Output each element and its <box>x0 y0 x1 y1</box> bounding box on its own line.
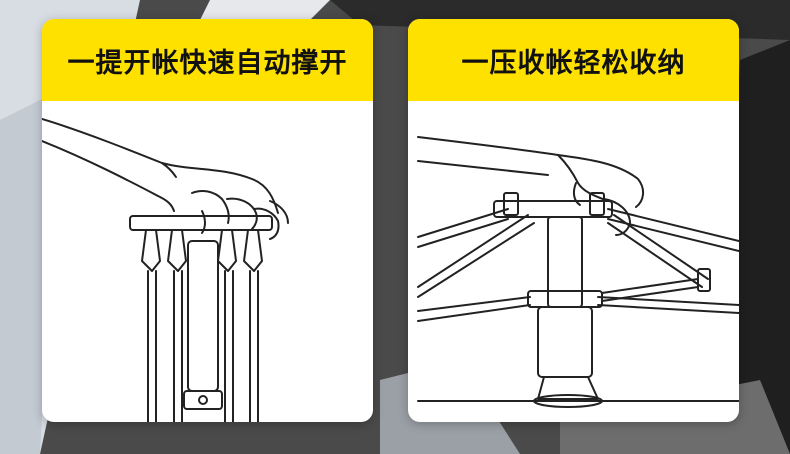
card-title-open: 一提开帐快速自动撑开 <box>67 47 348 79</box>
card-header-close: 一压收帐轻松收纳 <box>408 19 739 101</box>
card-header-open: 一提开帐快速自动撑开 <box>42 19 373 101</box>
feature-card-open: 一提开帐快速自动撑开 <box>42 19 373 422</box>
feature-card-close: 一压收帐轻松收纳 <box>408 19 739 422</box>
hand-lifting-tent-hub-icon <box>42 118 289 422</box>
card-title-close: 一压收帐轻松收纳 <box>461 47 686 79</box>
hand-pressing-tent-hub-icon <box>417 136 739 408</box>
